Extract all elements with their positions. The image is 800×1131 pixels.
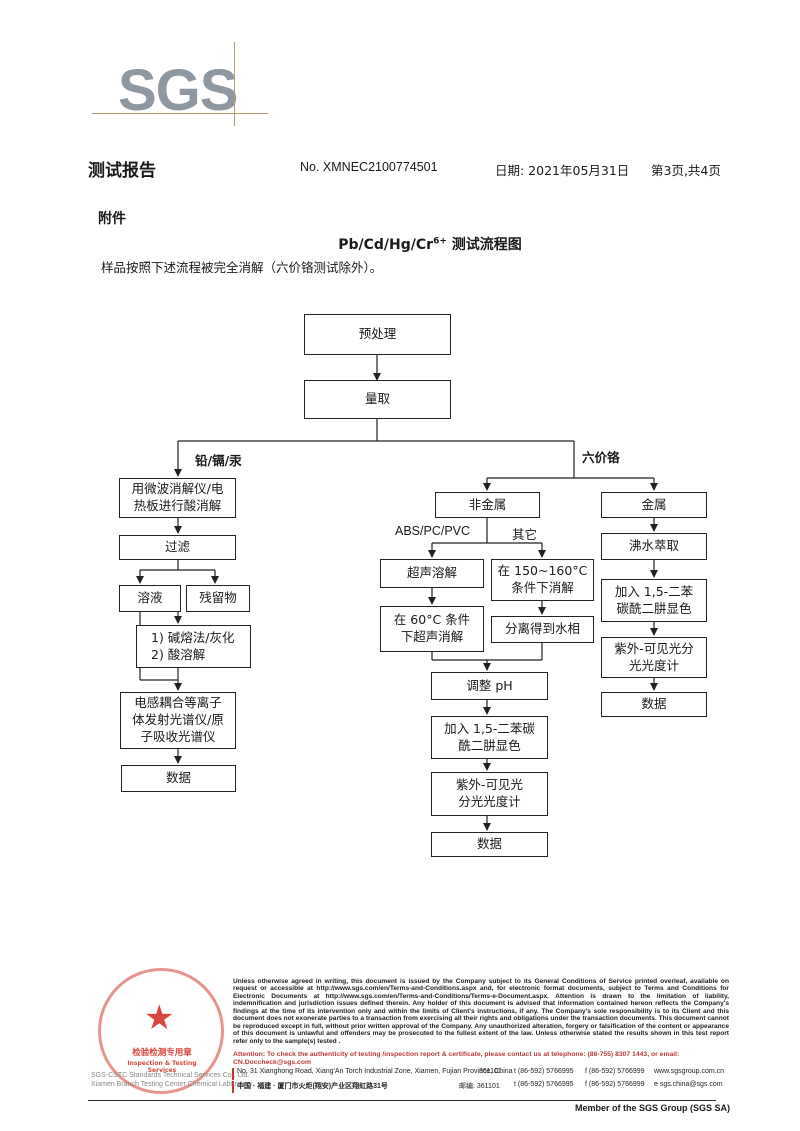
telephone-cn: t (86-592) 5766995: [514, 1081, 574, 1088]
flowchart-title-main: Pb/Cd/Hg/Cr: [338, 237, 434, 253]
postcode-en: 361101: [479, 1068, 502, 1075]
flowchart-title-superscript: 6+: [433, 236, 447, 247]
step-uv-vis-nonmetal: 紫外-可见光 分光光度计: [431, 772, 548, 816]
address-en: No. 31 Xianghong Road, Xiang'An Torch In…: [237, 1068, 513, 1075]
telephone-en: t (86-592) 5766995: [514, 1068, 574, 1075]
step-color-metal: 加入 1,5-二苯 碳酰二肼显色: [601, 579, 707, 622]
step-data-nonmetal: 数据: [431, 832, 548, 857]
official-seal: [98, 968, 224, 1094]
branch-label-lead-cadmium-mercury: 铅/镉/汞: [195, 453, 242, 468]
report-number: No. XMNEC2100774501: [300, 160, 438, 174]
logo-rule-horizontal: [92, 113, 268, 114]
company-name-line1: SGS-CSTC Standards Technical Services Co…: [91, 1072, 250, 1079]
step-color-nonmetal: 加入 1,5-二苯碳 酰二肼显色: [431, 716, 548, 759]
address-accent-bar-en: [232, 1068, 234, 1080]
step-weigh: 量取: [304, 380, 451, 419]
company-name: SGS-CSTC Standards Technical Services Co…: [91, 1071, 252, 1090]
website-link[interactable]: www.sgsgroup.com.cn: [654, 1068, 725, 1075]
step-data-left: 数据: [121, 765, 236, 792]
report-title: 测试报告: [88, 161, 156, 181]
step-digest-150-160: 在 150~160°C 条件下消解: [491, 559, 594, 601]
branch-label-hexavalent-chromium: 六价铬: [582, 450, 620, 465]
attachment-heading: 附件: [98, 211, 126, 227]
email-link[interactable]: e sgs.china@sgs.com: [654, 1081, 723, 1088]
step-boiling-extraction: 沸水萃取: [601, 533, 707, 560]
address-cn: 中国 · 福建 · 厦门市火炬(翔安)产业区翔虹路31号: [237, 1083, 388, 1090]
report-date: 日期: 2021年05月31日: [495, 163, 630, 178]
step-icp-aas-instrument: 电感耦合等离子 体发射光谱仪/原 子吸收光谱仪: [120, 692, 236, 749]
step-adjust-ph: 调整 pH: [431, 672, 548, 700]
postcode-cn: 邮编: 361101: [459, 1083, 500, 1090]
member-statement: Member of the SGS Group (SGS SA): [574, 1103, 730, 1113]
step-residue: 残留物: [186, 585, 250, 612]
authenticity-notice: Attention: To check the authenticity of …: [233, 1051, 680, 1066]
step-data-metal: 数据: [601, 692, 707, 717]
flowchart-title-suffix: 测试流程图: [446, 237, 522, 253]
fax-cn: f (86-592) 5766999: [585, 1081, 645, 1088]
step-ultrasonic-dissolve: 超声溶解: [380, 559, 484, 588]
label-abs-pc-pvc: ABS/PC/PVC: [395, 524, 471, 538]
step-acid-digestion: 用微波消解仪/电 热板进行酸消解: [119, 478, 236, 518]
label-other: 其它: [512, 527, 538, 542]
legal-disclaimer: Unless otherwise agreed in writing, this…: [233, 978, 729, 1045]
step-solution: 溶液: [119, 585, 181, 612]
intro-text: 样品按照下述流程被完全消解（六价铬测试除外）。: [101, 260, 383, 275]
seal-text-en: Inspection & Testing Services: [127, 1060, 197, 1074]
step-residue-methods: 1) 碱熔法/灰化 2) 酸溶解: [136, 625, 251, 668]
flowchart-title: Pb/Cd/Hg/Cr6+ 测试流程图: [0, 234, 800, 254]
sgs-logo: SGS: [118, 58, 238, 123]
seal-star-icon: ★: [144, 998, 175, 1038]
page-indicator: 第3页,共4页: [651, 163, 721, 178]
logo-rule-vertical: [234, 42, 235, 126]
step-ultrasonic-60c: 在 60°C 条件 下超声消解: [380, 606, 484, 652]
company-name-line2: Xiamen Branch Testing Center Chemical La…: [91, 1081, 253, 1089]
step-pretreat: 预处理: [304, 314, 451, 355]
footer-rule: [88, 1100, 716, 1101]
step-separate-aqueous: 分离得到水相: [491, 616, 594, 643]
step-uv-vis-metal: 紫外-可见光分 光光度计: [601, 637, 707, 678]
address-accent-bar-cn: [232, 1081, 234, 1093]
fax-en: f (86-592) 5766999: [585, 1068, 645, 1075]
step-nonmetal: 非金属: [435, 492, 540, 518]
step-filter: 过滤: [119, 535, 236, 560]
step-metal: 金属: [601, 492, 707, 518]
seal-text-cn: 检验检测专用章: [132, 1048, 192, 1058]
